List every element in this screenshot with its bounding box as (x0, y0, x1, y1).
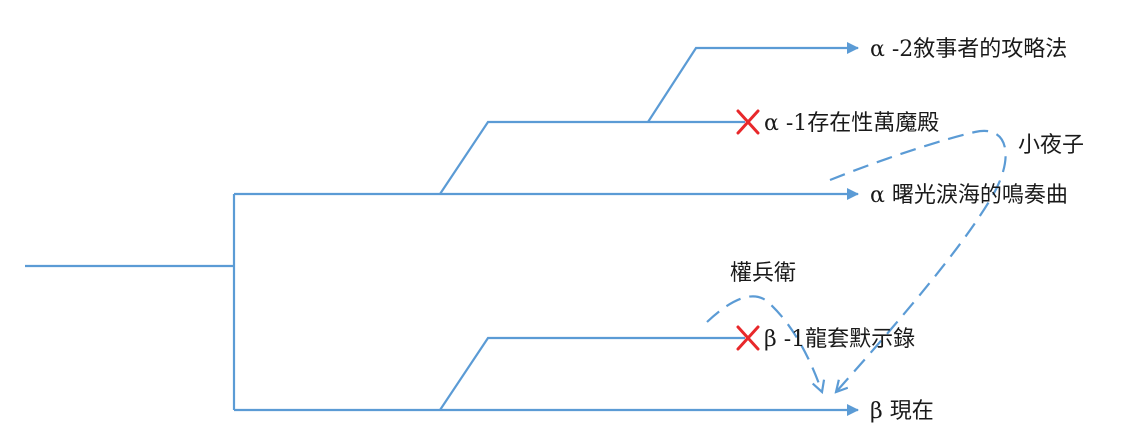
route-line-alpha1 (439, 120, 745, 195)
route-line-beta1 (439, 336, 745, 411)
note-kosayako: 小夜子 (1018, 133, 1084, 158)
note-gonbee: 權兵衛 (730, 261, 796, 286)
dashed-path-gonbee (706, 295, 822, 392)
route-label-alpha2: α -2敘事者的攻略法 (870, 37, 1067, 62)
dashed-path-kosayako (829, 129, 1007, 392)
route-label-alpha: α 曙光淚海的鳴奏曲 (870, 183, 1068, 208)
route-label-beta1: β -1龍套默示錄 (764, 327, 915, 352)
route-label-beta: β 現在 (870, 399, 934, 424)
route-line-alpha2 (647, 42, 859, 123)
cross-icon (736, 109, 760, 135)
cross-icon (736, 325, 760, 351)
route-label-alpha1: α -1存在性萬魔殿 (764, 111, 939, 136)
